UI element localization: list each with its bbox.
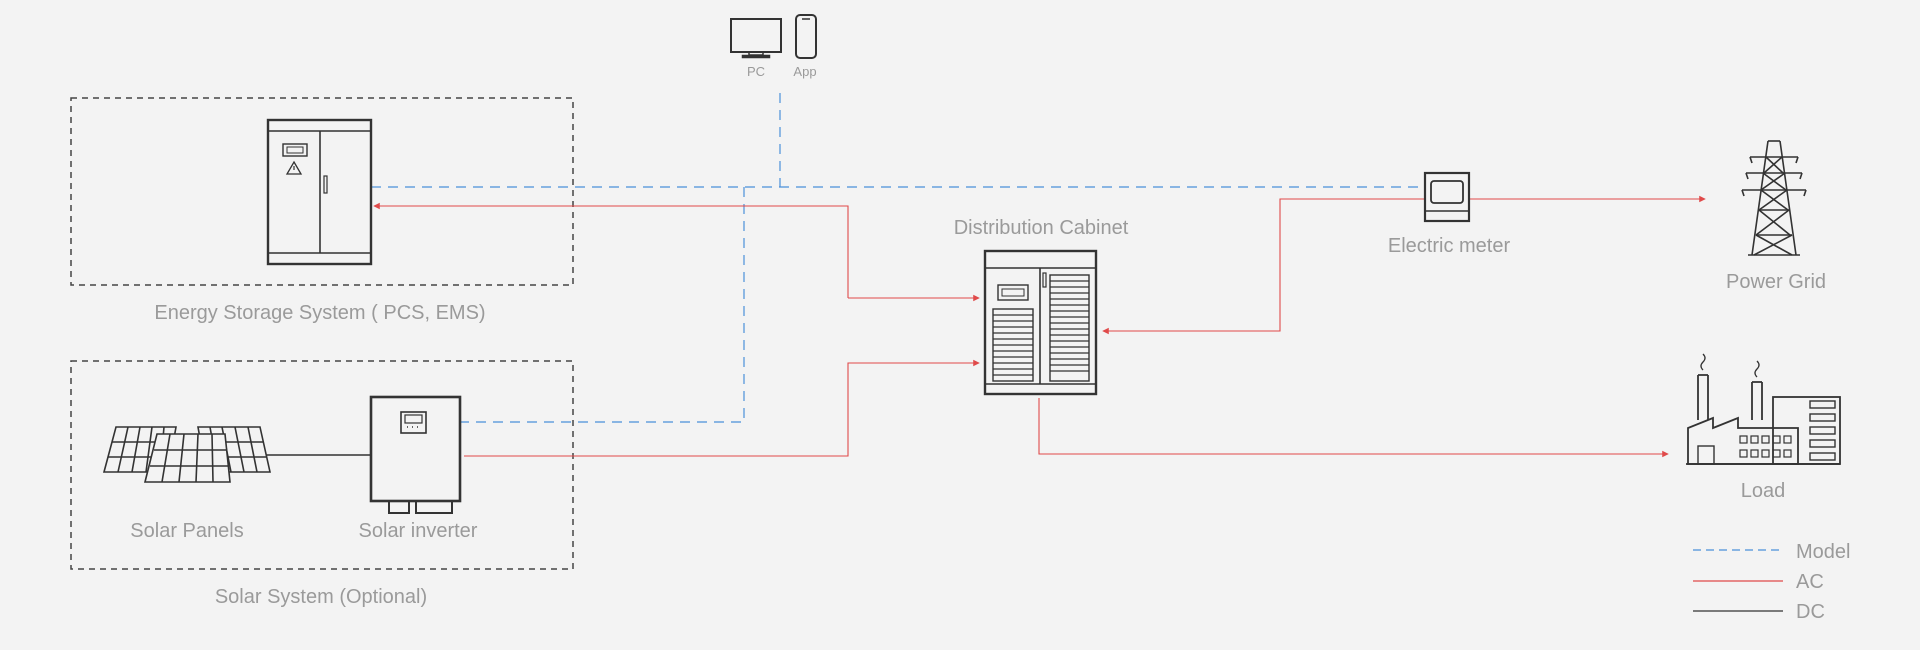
electric-meter-label: Electric meter bbox=[1388, 235, 1511, 257]
distribution-cabinet-label: Distribution Cabinet bbox=[954, 217, 1129, 239]
solar-system-label: Solar System (Optional) bbox=[215, 586, 427, 608]
solar-panels-label: Solar Panels bbox=[130, 520, 243, 542]
solar-inverter-label: Solar inverter bbox=[359, 520, 478, 542]
legend-model-label: Model bbox=[1796, 541, 1850, 563]
ac-line-cabinet-to-ess bbox=[373, 202, 849, 298]
warning-icon bbox=[285, 160, 303, 175]
solar-inverter-icon bbox=[369, 395, 462, 514]
solar-group-box bbox=[70, 360, 574, 570]
pc-monitor-icon[interactable] bbox=[730, 18, 782, 59]
legend: Model AC DC bbox=[1693, 541, 1850, 623]
ac-line-cabinet-to-load bbox=[1038, 398, 1669, 458]
electric-meter-icon bbox=[1423, 171, 1471, 223]
ac-lines bbox=[373, 195, 1706, 458]
load-label: Load bbox=[1741, 480, 1786, 502]
phone-app-icon[interactable] bbox=[795, 14, 817, 59]
distribution-cabinet-vents bbox=[993, 280, 1089, 376]
model-lines bbox=[371, 93, 1425, 423]
ac-line-inverter-to-cabinet bbox=[464, 359, 980, 457]
factory-load-icon bbox=[1686, 353, 1841, 465]
legend-ac-label: AC bbox=[1796, 571, 1824, 593]
pc-label: PC bbox=[747, 64, 765, 79]
ess-label: Energy Storage System ( PCS, EMS) bbox=[154, 302, 485, 324]
ac-line-meter-to-cabinet bbox=[1102, 198, 1425, 335]
power-grid-label: Power Grid bbox=[1726, 271, 1826, 293]
power-grid-tower-icon bbox=[1741, 140, 1807, 256]
app-label: App bbox=[793, 64, 816, 79]
model-line-inverter bbox=[461, 187, 745, 423]
legend-dc-label: DC bbox=[1796, 601, 1825, 623]
ess-cabinet-icon bbox=[266, 118, 373, 266]
solar-panels-icon bbox=[102, 426, 271, 483]
ess-group-box bbox=[70, 97, 574, 286]
